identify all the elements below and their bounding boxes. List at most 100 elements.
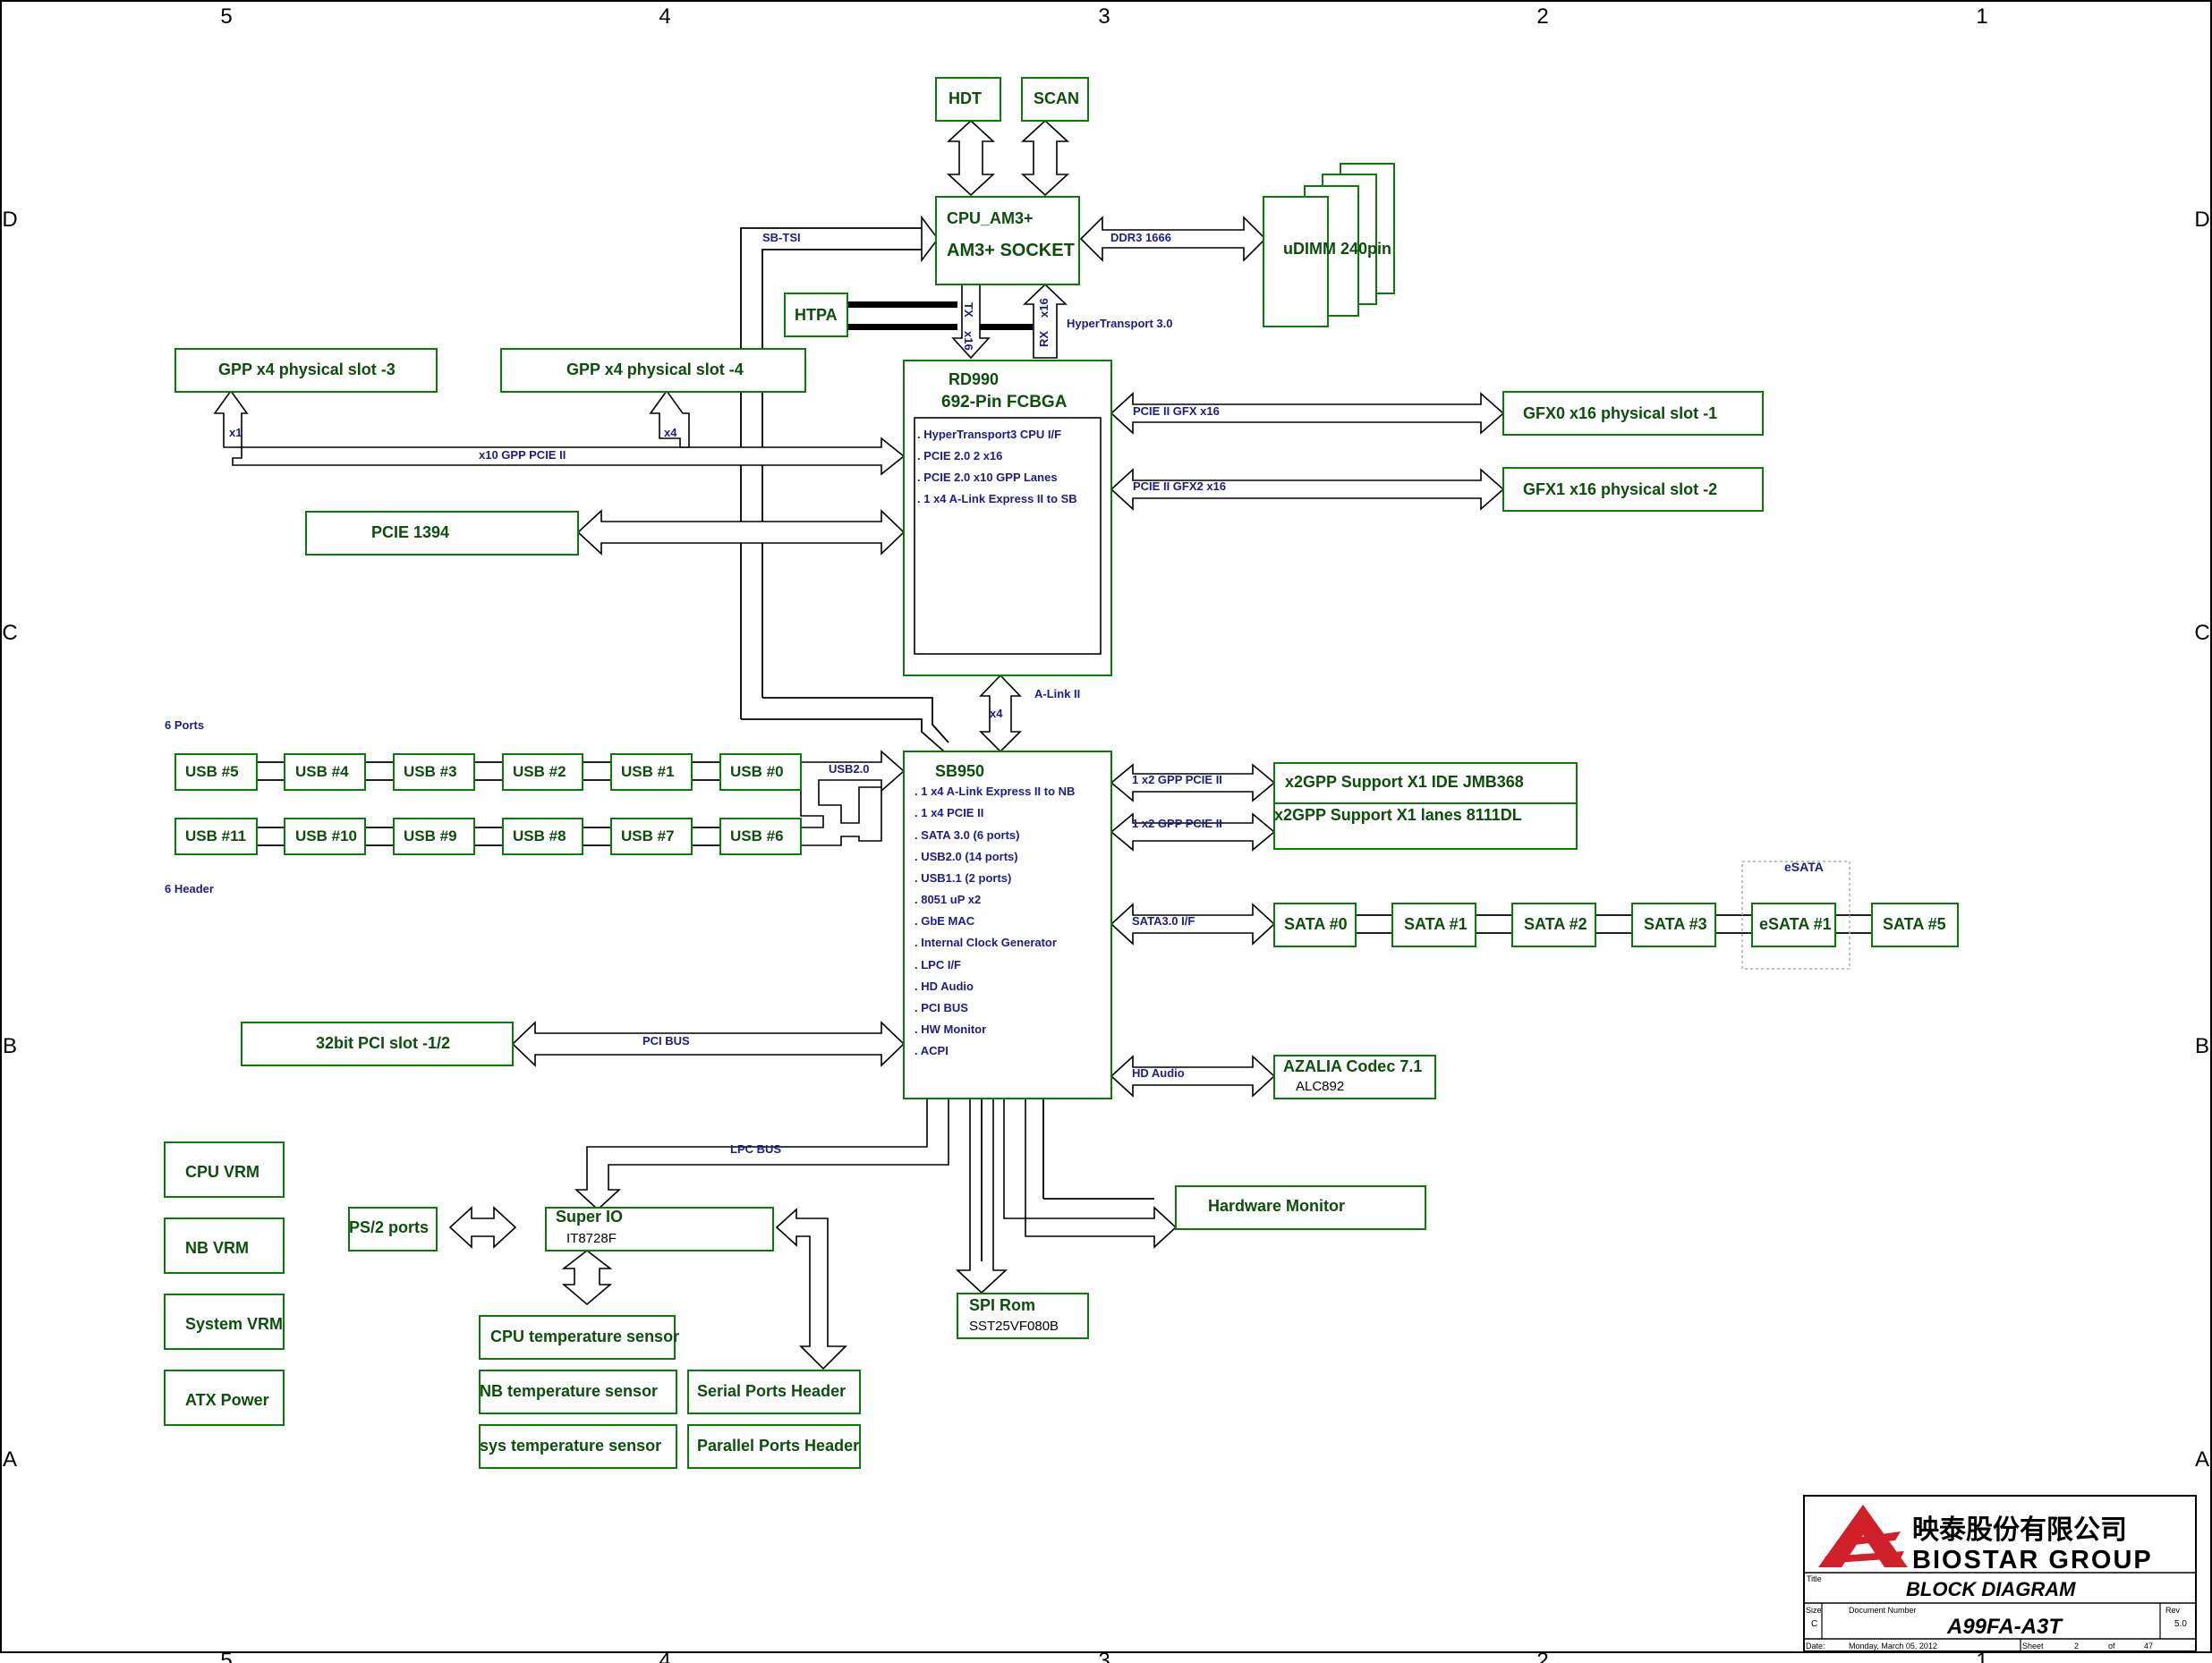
nb-inner-box xyxy=(914,417,1102,655)
x10-label: x10 GPP PCIE II xyxy=(479,448,566,462)
col-marker-bottom: 2 xyxy=(1536,1649,1548,1663)
ps2-link xyxy=(448,1206,517,1249)
cpu-vrm-box xyxy=(164,1141,285,1198)
rev-label: Rev xyxy=(2165,1606,2181,1615)
row-marker-right: D xyxy=(2194,208,2209,232)
x1-label: x1 xyxy=(229,426,242,439)
biostar-logo: 映泰股份有限公司 BIOSTAR GROUP xyxy=(1818,1505,2153,1574)
sata-port-label: eSATA #1 xyxy=(1759,915,1832,933)
udimm-label: uDIMM 240pin xyxy=(1283,240,1391,258)
sb-feature: . LPC I/F xyxy=(915,958,961,971)
sata-port-label: SATA #0 xyxy=(1284,915,1348,933)
hdt-link xyxy=(946,119,996,197)
usb-port-box xyxy=(174,818,258,855)
gfx0-label: GFX0 x16 physical slot -1 xyxy=(1523,404,1717,422)
sb-feature: . Internal Clock Generator xyxy=(915,936,1057,949)
usb-port-label: USB #8 xyxy=(513,827,566,844)
usb-port-box xyxy=(719,818,802,855)
usb-port-box xyxy=(719,753,802,791)
pcie-gfx-label: PCIE II GFX x16 xyxy=(1133,404,1220,418)
usb-top-row: USB #5 USB #4 USB #3 USB #2 USB #1 USB #… xyxy=(174,753,802,791)
gpp3-label: GPP x4 physical slot -3 xyxy=(218,361,396,378)
scan-box xyxy=(1021,77,1089,122)
row-marker-right: C xyxy=(2194,621,2209,645)
ps2-box xyxy=(348,1207,438,1251)
usb-port-label: USB #10 xyxy=(295,827,357,844)
parallel-box xyxy=(687,1424,861,1469)
esata-group-label: eSATA xyxy=(1784,860,1824,874)
title-label: Title xyxy=(1807,1574,1822,1583)
col-marker-bottom: 4 xyxy=(659,1649,670,1663)
usb-port-box xyxy=(502,818,583,855)
usb-bottom-row: USB #11 USB #10 USB #9 USB #8 USB #7 USB… xyxy=(174,818,802,855)
sata-port-box xyxy=(1273,903,1357,947)
gfx1-box xyxy=(1502,467,1764,512)
sb-box xyxy=(903,751,1112,1099)
x4-alink-label: x4 xyxy=(990,707,1003,720)
rx-link xyxy=(1023,283,1068,359)
sata-port-box xyxy=(1751,903,1836,947)
usb-port-box xyxy=(610,753,693,791)
cpu-title: CPU_AM3+ xyxy=(947,209,1034,227)
x4-gpp-label: x4 xyxy=(664,426,677,439)
usb-port-box xyxy=(393,818,475,855)
nb-title: RD990 xyxy=(949,370,999,388)
scan-link xyxy=(1020,119,1070,197)
tx-width-label: x16 xyxy=(962,331,975,351)
col-marker-bottom: 5 xyxy=(220,1649,232,1663)
atx-box xyxy=(164,1370,285,1426)
col-marker-top: 3 xyxy=(1098,4,1110,29)
row-marker-left: C xyxy=(2,621,17,645)
super-io-box xyxy=(545,1207,774,1251)
sb-feature: . PCI BUS xyxy=(915,1001,968,1014)
htpa-bus xyxy=(847,301,957,308)
hdt-box xyxy=(935,77,1001,122)
total-value: 47 xyxy=(2144,1642,2153,1650)
sys-vrm-label: System VRM xyxy=(185,1315,283,1333)
pcie1394-label: PCIE 1394 xyxy=(371,523,449,541)
sys-temp-box xyxy=(479,1424,677,1469)
x2gpp-lan-label: x2GPP Support X1 lanes 8111DL xyxy=(1274,806,1522,824)
x2gpp-box xyxy=(1273,762,1578,850)
row-marker-left: D xyxy=(2,208,17,232)
nb-sub: 692-Pin FCBGA xyxy=(941,393,1068,412)
col-marker-top: 5 xyxy=(220,4,232,29)
cpu-temp-box xyxy=(479,1315,676,1360)
sata-chain xyxy=(1356,914,1872,934)
sb-feature: . USB2.0 (14 ports) xyxy=(915,850,1018,863)
six-ports-label: 6 Ports xyxy=(165,718,204,732)
docnum-label: Document Number xyxy=(1849,1606,1917,1615)
sensor-link xyxy=(561,1249,613,1306)
serial-label: Serial Ports Header xyxy=(697,1382,846,1400)
ddr3-label: DDR3 1666 xyxy=(1110,231,1171,244)
sata-port-label: SATA #5 xyxy=(1883,915,1946,933)
sheet-label: Sheet xyxy=(2022,1642,2044,1650)
gpp4-label: GPP x4 physical slot -4 xyxy=(566,361,744,378)
azalia-label: AZALIA Codec 7.1 xyxy=(1283,1057,1422,1075)
sb-feature: . 8051 uP x2 xyxy=(915,893,981,906)
sb-feature: . GbE MAC xyxy=(915,914,975,928)
tx-link xyxy=(951,284,991,360)
serial-box xyxy=(687,1370,861,1414)
tx-label: TX xyxy=(962,302,975,318)
nb-vrm-box xyxy=(164,1218,285,1274)
usb-port-label: USB #11 xyxy=(185,827,246,844)
company-en: BIOSTAR GROUP xyxy=(1912,1546,2153,1574)
usb-port-box xyxy=(393,753,475,791)
sys-temp-label: sys temperature sensor xyxy=(480,1437,661,1455)
col-marker-bottom: 3 xyxy=(1098,1649,1110,1663)
hd-audio-label: HD Audio xyxy=(1132,1066,1185,1080)
ddr3-link xyxy=(1079,216,1267,262)
usb-port-box xyxy=(284,753,366,791)
row-marker-left: A xyxy=(3,1447,17,1472)
usb-port-box xyxy=(174,753,258,791)
sb-feature-list: . 1 x4 A-Link Express II to NB . 1 x4 PC… xyxy=(915,785,1075,1057)
rev-value: 5.0 xyxy=(2174,1619,2187,1629)
usb-port-label: USB #7 xyxy=(621,827,675,844)
sb-feature: . HW Monitor xyxy=(915,1022,986,1036)
spi-rom-part: SST25VF080B xyxy=(969,1319,1059,1334)
sata-port-box xyxy=(1391,903,1476,947)
usb-port-label: USB #3 xyxy=(404,763,457,780)
hw-monitor-link xyxy=(1003,1098,1178,1249)
nb-temp-box xyxy=(479,1370,677,1414)
